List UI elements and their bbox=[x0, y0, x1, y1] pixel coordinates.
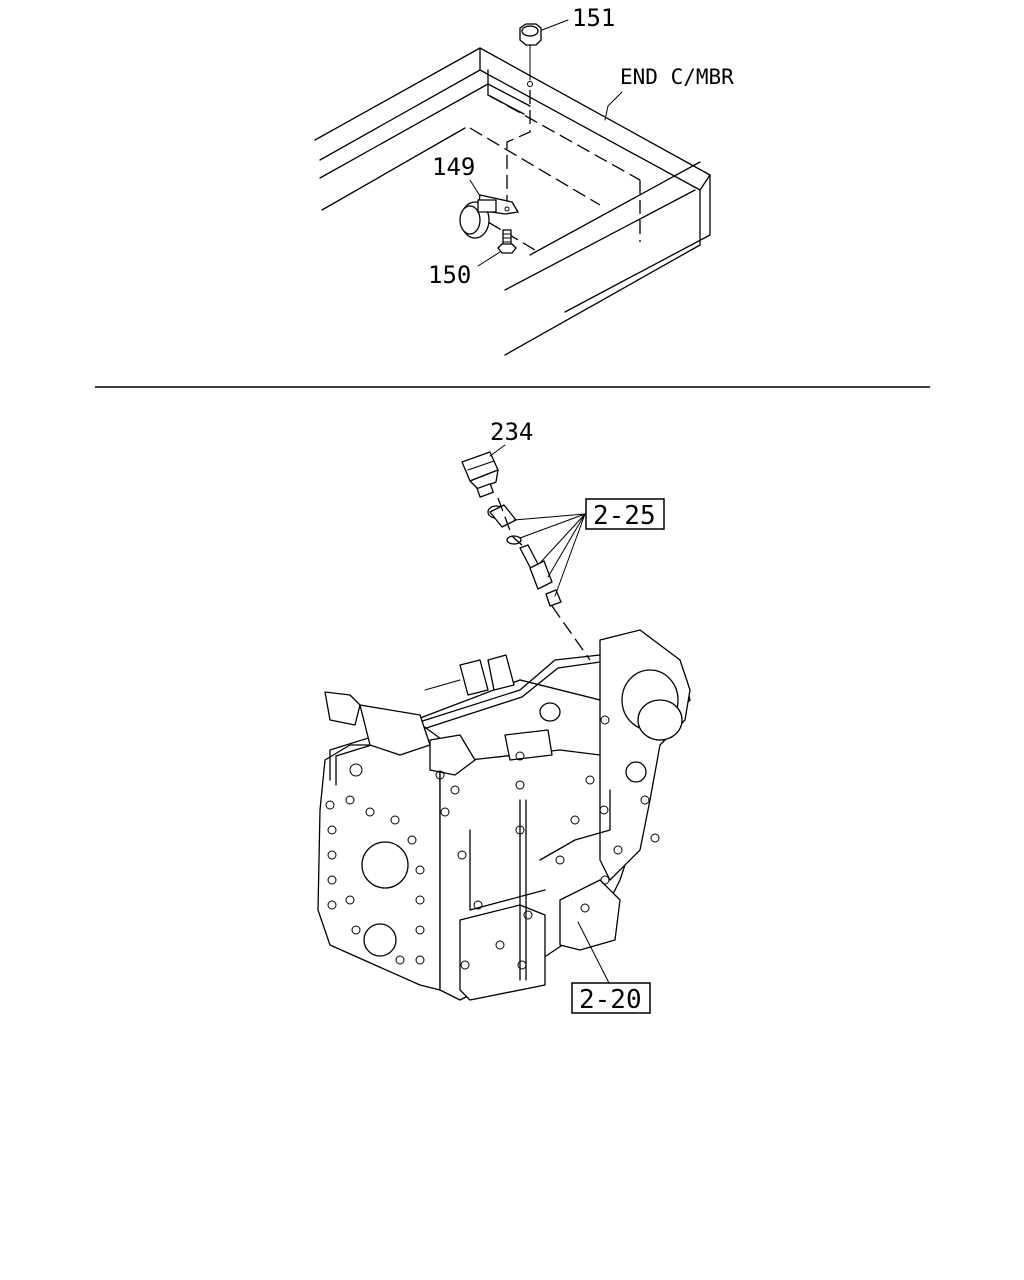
ref-box-2-25[interactable]: 2-25 bbox=[585, 498, 665, 531]
hex-nut-icon bbox=[519, 23, 542, 87]
svg-text:2-25: 2-25 bbox=[593, 501, 656, 531]
fitting-stack bbox=[487, 497, 591, 661]
leader-2-25 bbox=[513, 513, 586, 597]
bolt-icon bbox=[497, 229, 517, 254]
sensor-icon bbox=[459, 194, 519, 239]
stud-centerline bbox=[506, 90, 531, 208]
leader-149 bbox=[469, 179, 481, 197]
callout-149: 149 bbox=[432, 153, 475, 181]
leader-end-cmbr bbox=[604, 91, 623, 121]
leader-150 bbox=[477, 251, 501, 267]
frame-end-cross-member bbox=[314, 47, 711, 356]
svg-text:2-20: 2-20 bbox=[579, 985, 642, 1015]
leader-2-20 bbox=[577, 921, 611, 986]
end-cmbr-label: END C/MBR bbox=[620, 65, 734, 89]
ref-box-2-20[interactable]: 2-20 bbox=[571, 982, 651, 1015]
callout-151: 151 bbox=[572, 4, 615, 32]
transmission-icon bbox=[317, 629, 691, 1001]
callout-150: 150 bbox=[428, 261, 471, 289]
leader-151 bbox=[541, 19, 569, 31]
leader-234 bbox=[489, 444, 506, 457]
callout-234: 234 bbox=[490, 418, 533, 446]
pressure-switch-icon bbox=[461, 451, 499, 498]
